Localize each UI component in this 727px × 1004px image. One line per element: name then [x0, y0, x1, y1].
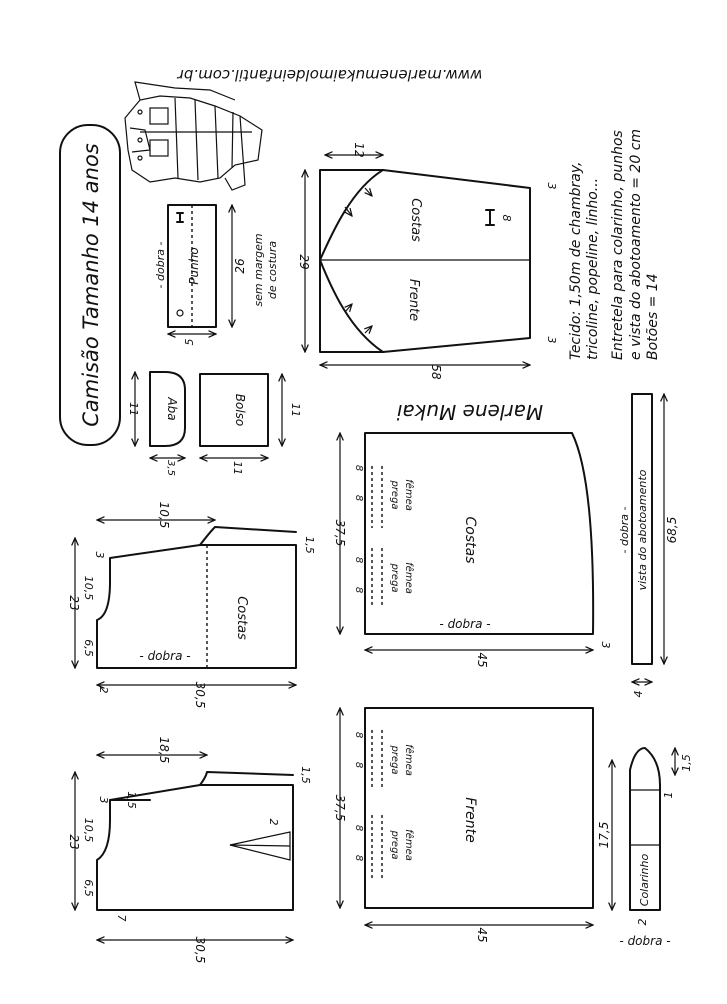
back-yoke-piece: Costas - dobra - 23 6,5 10,5 3 10,5 1,5 … [67, 502, 316, 709]
svg-text:Costas: Costas [408, 198, 423, 242]
cuff-piece: Punho - dobra - 26 5 sem margem de costu… [154, 204, 279, 346]
svg-text:prega: prega [389, 829, 400, 859]
svg-text:Costas: Costas [234, 596, 249, 640]
svg-text:Tecido: 1,50m de chambray,: Tecido: 1,50m de chambray, [568, 161, 584, 360]
svg-text:8: 8 [353, 855, 364, 861]
svg-text:1: 1 [662, 792, 675, 799]
svg-text:10,5: 10,5 [82, 818, 95, 843]
svg-text:Frente: Frente [462, 797, 478, 842]
svg-text:1,5: 1,5 [299, 766, 312, 784]
front-body-piece: Frente prega fêmea prega fêmea 8 8 8 8 3… [333, 707, 594, 943]
sleeve-piece: Costas Frente 12 29 58 8 3 3 [297, 142, 558, 380]
svg-text:- dobra -: - dobra - [154, 242, 167, 289]
svg-text:Botões = 14: Botões = 14 [645, 273, 661, 360]
svg-text:11: 11 [231, 461, 244, 475]
svg-text:Colarinho: Colarinho [638, 854, 651, 907]
svg-text:8: 8 [353, 495, 364, 501]
website-text: www.marlenemukaimoldeinfantil.com.br [177, 66, 483, 84]
svg-text:6,5: 6,5 [82, 639, 95, 657]
svg-text:23: 23 [67, 595, 81, 610]
svg-text:fêmea: fêmea [403, 744, 415, 776]
svg-text:www.marlenemukaimoldeinfantil.: www.marlenemukaimoldeinfantil.com.br [177, 66, 483, 84]
collar-piece: Colarinho 17,5 1,5 1 2 - dobra - [597, 747, 693, 948]
svg-text:8: 8 [353, 465, 364, 471]
svg-text:29: 29 [297, 254, 311, 269]
svg-text:8: 8 [353, 825, 364, 831]
signature: Marlene Mukai [396, 400, 543, 424]
svg-text:8: 8 [500, 215, 513, 222]
flap-piece: Aba 11 3,5 [127, 371, 186, 476]
svg-text:10,5: 10,5 [157, 502, 171, 529]
svg-text:45: 45 [475, 652, 489, 667]
fabric-notes: Tecido: 1,50m de chambray, tricoline, po… [568, 129, 661, 360]
svg-text:2: 2 [267, 819, 280, 826]
svg-text:Camisão Tamanho 14 anos: Camisão Tamanho 14 anos [79, 143, 103, 427]
svg-text:- dobra -: - dobra - [618, 507, 631, 554]
back-body-piece: Costas - dobra - prega fêmea prega fêmea… [333, 432, 612, 668]
svg-text:prega: prega [389, 562, 400, 592]
svg-text:prega: prega [389, 744, 400, 774]
svg-text:Entretela para colarinho, punh: Entretela para colarinho, punhos [610, 130, 626, 360]
svg-text:8: 8 [353, 762, 364, 768]
svg-text:Frente: Frente [406, 279, 421, 321]
svg-text:45: 45 [475, 927, 489, 942]
svg-text:- dobra -: - dobra - [139, 649, 190, 663]
svg-text:3: 3 [545, 183, 558, 190]
svg-text:58: 58 [429, 364, 443, 380]
svg-text:3: 3 [599, 642, 612, 649]
pocket-piece: Bolso 11 11 [199, 373, 302, 475]
placket-piece: vista do abotoamento - dobra - 68,5 4 [618, 393, 679, 698]
svg-text:fêmea: fêmea [403, 829, 415, 861]
svg-text:37,5: 37,5 [333, 795, 347, 822]
svg-text:de costura: de costura [266, 241, 279, 300]
svg-text:2: 2 [636, 919, 649, 926]
svg-text:30,5: 30,5 [193, 682, 207, 709]
svg-text:3,5: 3,5 [165, 460, 176, 476]
svg-text:12: 12 [352, 142, 366, 157]
svg-text:Punho: Punho [187, 247, 201, 284]
svg-text:11: 11 [289, 403, 302, 417]
svg-text:26: 26 [233, 258, 247, 274]
svg-text:3: 3 [97, 797, 110, 804]
svg-text:23: 23 [67, 834, 81, 849]
svg-text:8: 8 [353, 732, 364, 738]
svg-text:Costas: Costas [462, 517, 478, 564]
svg-text:6,5: 6,5 [82, 879, 95, 897]
svg-text:e vista do abotoamento = 20 cm: e vista do abotoamento = 20 cm [628, 129, 644, 360]
svg-text:- dobra -: - dobra - [619, 934, 670, 948]
svg-text:Bolso: Bolso [233, 394, 247, 427]
svg-text:Aba: Aba [165, 396, 179, 420]
svg-text:5: 5 [183, 339, 196, 346]
front-yoke-piece: 2 23 6,5 10,5 3 1,5 18,5 1,5 7 30,5 [67, 737, 312, 964]
svg-text:30,5: 30,5 [193, 937, 207, 964]
svg-text:37,5: 37,5 [333, 520, 347, 547]
svg-text:4: 4 [632, 691, 645, 698]
svg-text:Marlene Mukai: Marlene Mukai [396, 400, 543, 424]
svg-text:17,5: 17,5 [597, 822, 611, 849]
svg-text:1,5: 1,5 [303, 536, 316, 554]
svg-text:tricoline, popeline, linho...: tricoline, popeline, linho... [585, 178, 601, 360]
shirt-illustration [124, 81, 263, 191]
svg-text:1,5: 1,5 [125, 791, 138, 809]
svg-text:3: 3 [545, 337, 558, 344]
svg-text:fêmea: fêmea [403, 562, 415, 594]
svg-text:8: 8 [353, 587, 364, 593]
svg-text:7: 7 [115, 915, 128, 922]
svg-text:11: 11 [127, 402, 140, 416]
svg-text:- dobra -: - dobra - [439, 617, 490, 631]
svg-text:18,5: 18,5 [157, 737, 171, 764]
svg-text:1,5: 1,5 [680, 754, 693, 772]
svg-text:2: 2 [97, 687, 110, 694]
svg-text:68,5: 68,5 [665, 517, 679, 544]
svg-text:8: 8 [353, 557, 364, 563]
svg-text:fêmea: fêmea [403, 479, 415, 511]
svg-text:prega: prega [389, 479, 400, 509]
title-box: Camisão Tamanho 14 anos [59, 124, 121, 446]
svg-text:3: 3 [93, 552, 106, 559]
svg-text:vista do abotoamento: vista do abotoamento [636, 469, 649, 590]
svg-text:10,5: 10,5 [82, 576, 95, 601]
svg-text:sem margem: sem margem [252, 233, 265, 306]
